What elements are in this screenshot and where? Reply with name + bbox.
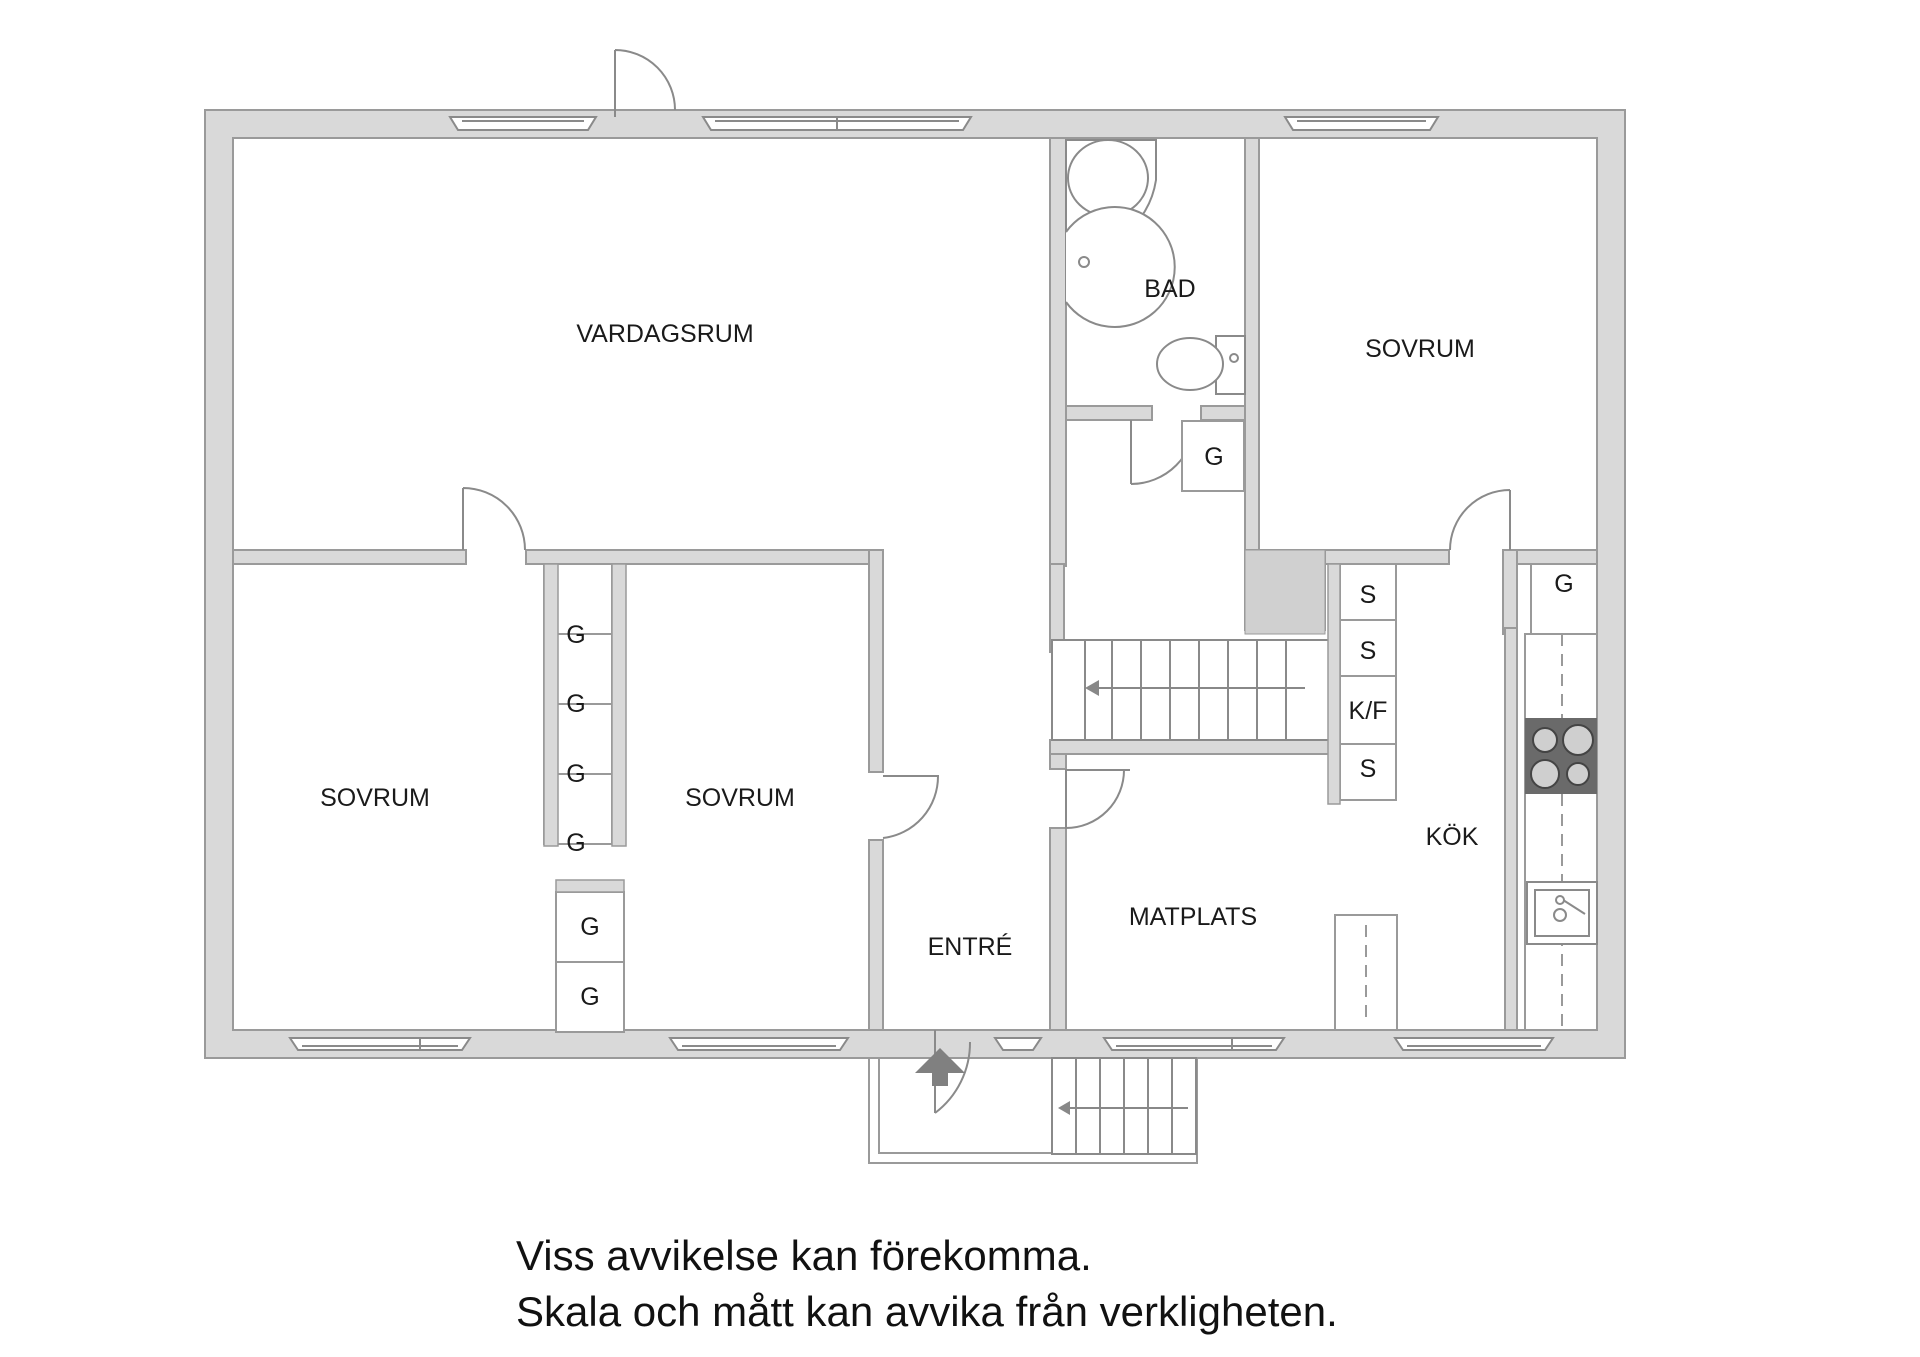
room-label-sovrum-ne: SOVRUM [1365, 335, 1475, 363]
interior-stairs [1051, 639, 1336, 741]
interior-stair-arrow-icon [1085, 680, 1099, 696]
kitchen-counter [1524, 633, 1598, 1031]
closet-label: G [1204, 443, 1223, 471]
room-label-sovrum-w: SOVRUM [320, 784, 430, 812]
closet-fill-bands [543, 563, 1341, 893]
exterior-stairs [1051, 1057, 1197, 1155]
room-label-bad: BAD [1144, 275, 1195, 303]
closet-label: G [566, 829, 585, 857]
room-label-matplats: MATPLATS [1129, 903, 1257, 931]
room-label-kok: KÖK [1426, 823, 1479, 851]
counter-column [1334, 914, 1398, 1031]
closet-label: G [1554, 570, 1573, 598]
closet-label: K/F [1349, 697, 1388, 725]
closet-label: S [1360, 637, 1377, 665]
room-label-entre: ENTRÉ [928, 932, 1013, 961]
doors [462, 49, 1511, 1114]
disclaimer-line-2: Skala och mått kan avvika från verklighe… [516, 1288, 1338, 1335]
closet-label: G [580, 913, 599, 941]
closet-label: G [580, 983, 599, 1011]
sink-icon [1526, 881, 1598, 945]
disclaimer-line-1: Viss avvikelse kan förekomma. [516, 1232, 1092, 1279]
bathroom-fixtures [1065, 139, 1246, 395]
closet-label: S [1360, 755, 1377, 783]
windows [288, 116, 1555, 1051]
exterior-stair-arrow-icon [1058, 1101, 1070, 1115]
closet-label: G [566, 760, 585, 788]
closet-label: S [1360, 581, 1377, 609]
entrance-arrow-icon [915, 1048, 965, 1086]
room-label-sovrum-mid: SOVRUM [685, 784, 795, 812]
closet-label: G [566, 621, 585, 649]
interior-walls [232, 137, 1598, 1031]
stair-shaft [1244, 549, 1326, 635]
room-label-vardagsrum: VARDAGSRUM [576, 320, 753, 348]
exterior-wall [204, 109, 1626, 1059]
stove-icon [1525, 718, 1597, 794]
closet-label: G [566, 690, 585, 718]
